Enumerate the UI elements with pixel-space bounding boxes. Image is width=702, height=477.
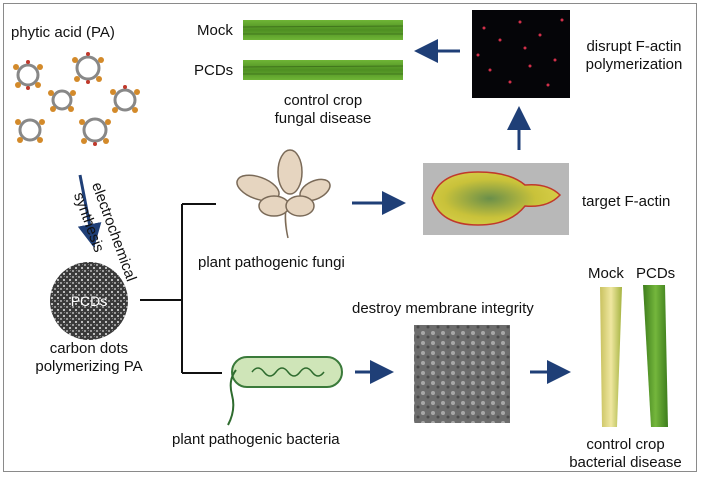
pcds-leaf-image-top [243,60,403,80]
phytic-acid-molecules-icon [13,52,140,146]
mock-leaf-image-top [243,20,403,40]
figure-border [3,3,697,472]
carbon-dot-image [50,262,128,340]
synthesis-arrow [77,174,102,248]
fungal-cell-shape [431,171,562,226]
carbon-dots-label-line1: carbon dots [49,340,129,357]
pcds-label-top: PCDs [194,62,234,79]
f-actin-spots [476,18,564,87]
disrupt-label-line1: disrupt F-actin [586,38,682,55]
mock-label-top: Mock [197,22,233,39]
bacterial-control-label-line2: bacterial disease [569,454,682,471]
pcds-label-right: PCDs [636,265,676,282]
fungi-label: plant pathogenic fungi [198,254,345,271]
phytic-acid-label: phytic acid (PA) [11,24,115,41]
carbon-dots-label-line2: polymerizing PA [35,358,143,375]
mock-leaf-image-right [600,287,622,427]
target-f-actin-label: target F-actin [582,193,671,210]
sem-image [414,325,510,423]
fungus-icon [236,149,331,239]
bacteria-label: plant pathogenic bacteria [172,431,340,448]
disrupt-label-line2: polymerization [585,56,683,73]
pcds-core-label: PCDs [70,293,108,309]
mock-label-right: Mock [588,265,624,282]
destroy-membrane-label: destroy membrane integrity [352,300,534,317]
fungal-control-label-line1: control crop [283,92,363,109]
bacterial-control-label-line1: control crop [586,436,665,453]
pcds-leaf-image-right [643,285,668,427]
bacterium-icon [227,356,343,426]
leaf-veins [242,25,404,75]
branch-connector [140,203,222,374]
f-actin-confocal-image [472,10,570,98]
fungal-control-label-line2: fungal disease [274,110,372,127]
